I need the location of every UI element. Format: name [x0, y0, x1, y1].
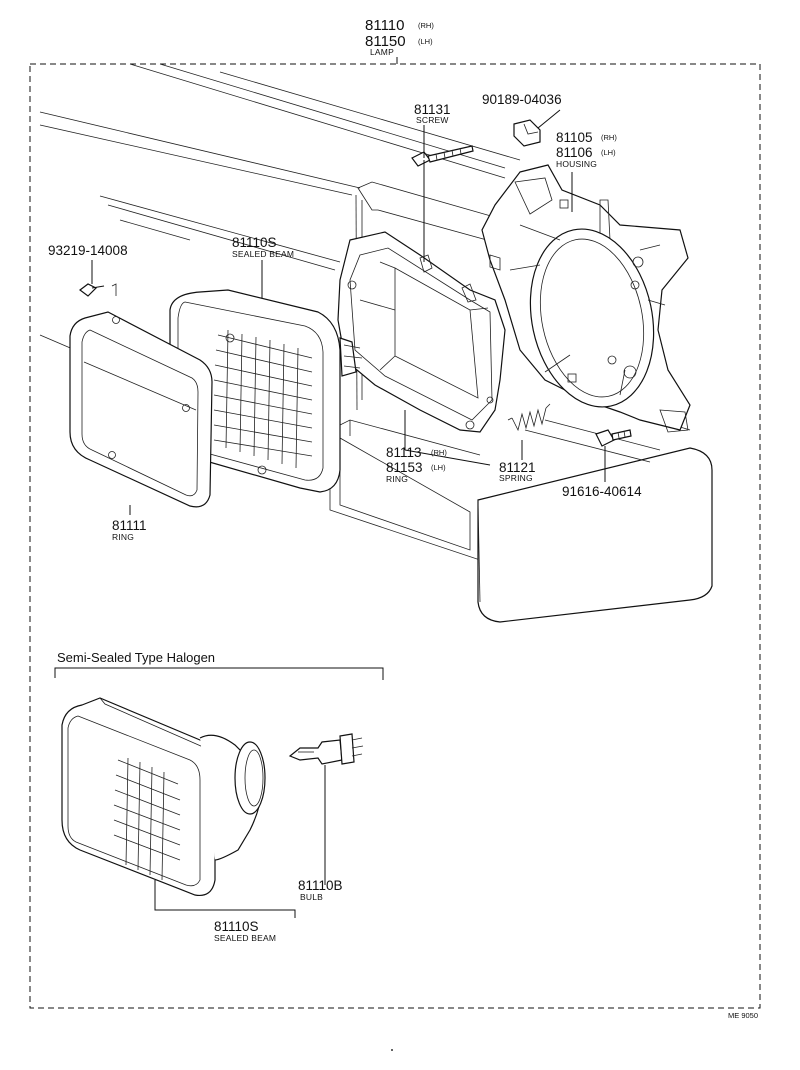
clip-number: 90189-04036 [482, 92, 562, 107]
inner-ring-label: 81113 (RH) 81153 (LH) RING [386, 445, 447, 484]
outer-ring-part [69, 311, 213, 508]
housing-label: 81105 (RH) 81106 (LH) HOUSING [556, 130, 617, 169]
bolt-part [595, 429, 632, 447]
clip-part [513, 119, 541, 147]
inner-ring-lh-number: 81153 [386, 460, 423, 475]
assembly-border [29, 63, 761, 1009]
spring-number: 81121 [499, 460, 536, 475]
housing-rh-number: 81105 [556, 130, 593, 145]
lens-grid [213, 329, 313, 469]
housing-part [481, 164, 691, 433]
inner-ring-part [337, 231, 506, 433]
halogen-beam-leader [154, 880, 296, 918]
spring-caption: SPRING [499, 473, 533, 483]
spring-part [507, 403, 551, 432]
halogen-sealed-beam-number: 81110S [214, 919, 259, 934]
small-screw-number: 93219-14008 [48, 243, 128, 258]
lamp-lh-suffix: (LH) [418, 37, 433, 46]
diagram-code: ME 9050 [728, 1011, 758, 1020]
sealed-beam-main-label: 81110S SEALED BEAM [232, 235, 294, 259]
lamp-lh-number: 81150 [365, 33, 406, 50]
screw-number: 81131 [414, 102, 451, 117]
inner-ring-rh-suffix: (RH) [431, 448, 447, 457]
lamp-rh-suffix: (RH) [418, 21, 434, 30]
inner-ring-caption: RING [386, 474, 408, 484]
screw-part [411, 145, 474, 167]
outer-ring-number: 81111 [112, 518, 147, 533]
spring-label: 81121 SPRING [499, 460, 536, 483]
sealed-beam-main-part [169, 289, 363, 493]
leader-lines [91, 109, 606, 515]
sealed-beam-main-caption: SEALED BEAM [232, 249, 294, 259]
lamp-rh-number: 81110 [365, 17, 405, 34]
halogen-section-bracket [54, 667, 384, 680]
scan-dot [391, 1049, 393, 1051]
halogen-section-title: Semi-Sealed Type Halogen [57, 650, 215, 665]
halogen-bulb-number: 81110B [298, 878, 343, 893]
halogen-lens-grid [113, 757, 181, 881]
housing-caption: HOUSING [556, 159, 597, 169]
housing-rh-suffix: (RH) [601, 133, 617, 142]
screw-label: 81131 SCREW [414, 102, 451, 125]
inner-ring-rh-number: 81113 [386, 445, 422, 460]
halogen-bulb-part [288, 733, 364, 765]
lamp-label-group: 81110 (RH) 81150 (LH) LAMP [365, 17, 434, 64]
halogen-section: Semi-Sealed Type Halogen 8 [54, 650, 384, 943]
outer-ring-caption: RING [112, 532, 134, 542]
halogen-sealed-beam-label: 81110S SEALED BEAM [214, 919, 276, 943]
screw-caption: SCREW [416, 115, 449, 125]
housing-lh-suffix: (LH) [601, 148, 616, 157]
sealed-beam-main-number: 81110S [232, 235, 277, 250]
inner-ring-lh-suffix: (LH) [431, 463, 446, 472]
outer-ring-label: 81111 RING [112, 518, 147, 542]
halogen-bulb-label: 81110B BULB [298, 878, 343, 902]
lamp-caption: LAMP [370, 47, 394, 57]
small-screw-part [79, 283, 117, 297]
bolt-number: 91616-40614 [562, 484, 642, 499]
housing-lh-number: 81106 [556, 145, 593, 160]
halogen-sealed-beam-caption: SEALED BEAM [214, 933, 276, 943]
halogen-bulb-caption: BULB [300, 892, 323, 902]
halogen-sealed-beam-part [61, 697, 266, 897]
